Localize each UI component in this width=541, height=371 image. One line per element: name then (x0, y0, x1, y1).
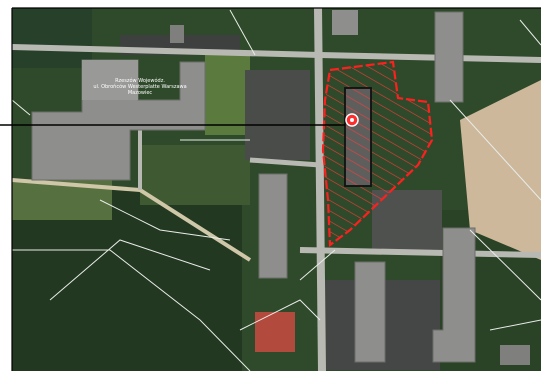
label-line-3: Mazowiec (128, 90, 153, 96)
label-line-2: ul. Obrońców Westerplatte Warszawa (93, 83, 186, 90)
label-line-1: Rzeszów Wojewódz. (115, 77, 165, 84)
footpaths (11, 9, 541, 371)
location-pin-icon[interactable] (345, 113, 359, 127)
map-frame (0, 7, 541, 371)
roads (11, 7, 541, 371)
parcel-boundary[interactable] (321, 60, 434, 248)
building-label: Rzeszów Wojewódz. ul. Obrońców Westerpla… (93, 77, 186, 96)
